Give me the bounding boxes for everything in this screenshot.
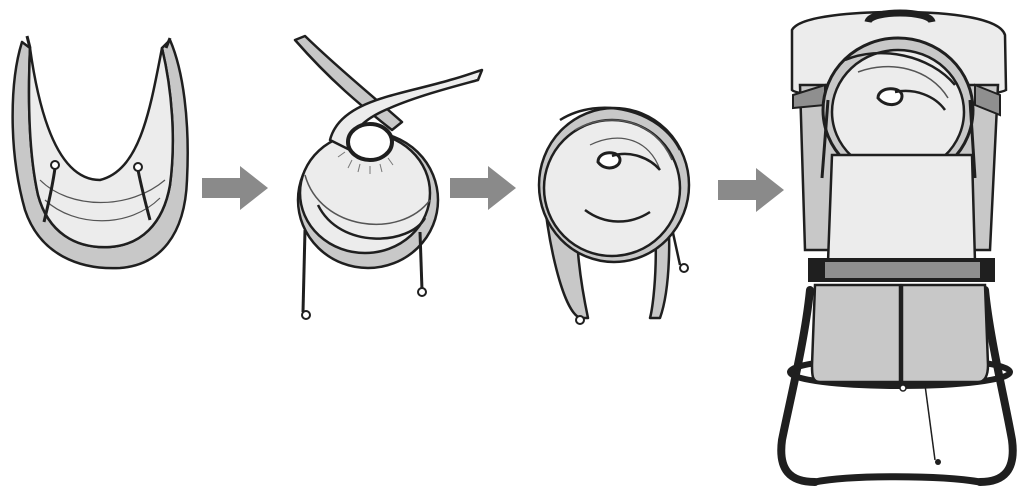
- right-arrow-icon: [718, 168, 784, 212]
- right-arrow-icon: [202, 166, 268, 210]
- twisting-sunshade-icon: [295, 36, 482, 319]
- open-sunshade-icon: [13, 36, 188, 268]
- folded-sunshade-icon: [539, 108, 689, 324]
- backpack-carrier-with-stowed-sunshade-icon: [781, 12, 1013, 482]
- right-arrow-icon: [450, 166, 516, 210]
